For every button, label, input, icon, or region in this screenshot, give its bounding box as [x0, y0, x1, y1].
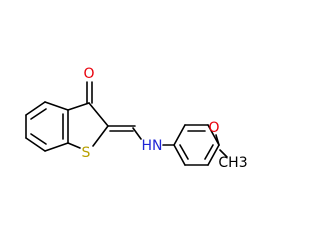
- methylidene-linker: [107, 125, 175, 146]
- carbonyl-oxygen-label: O: [83, 66, 94, 82]
- bond: [67, 142, 81, 149]
- bond: [44, 101, 69, 111]
- bond: [173, 124, 186, 146]
- bond: [219, 149, 228, 158]
- bond: [132, 127, 142, 140]
- bond-double-inner: [179, 144, 189, 160]
- thiophenone-ring: [67, 81, 109, 149]
- bond: [25, 101, 46, 116]
- sulfur-label: S: [82, 145, 91, 161]
- bond-double-inner: [30, 108, 47, 120]
- bond: [25, 137, 46, 152]
- amine-label: HN: [142, 138, 163, 154]
- bond-double-inner: [30, 133, 47, 145]
- bond: [215, 134, 220, 146]
- bond: [44, 142, 69, 152]
- bond: [207, 144, 220, 166]
- bond: [173, 144, 186, 166]
- bond: [88, 102, 109, 127]
- bond: [67, 102, 90, 111]
- methoxy-group: [215, 134, 228, 158]
- molecule-structure: O S HN O CH3: [25, 66, 248, 171]
- bond: [92, 125, 109, 147]
- bond-double-inner: [204, 144, 214, 160]
- methyl-label: CH3: [218, 155, 247, 171]
- ether-oxygen-label: O: [208, 120, 219, 136]
- benzo-ring: [25, 101, 69, 152]
